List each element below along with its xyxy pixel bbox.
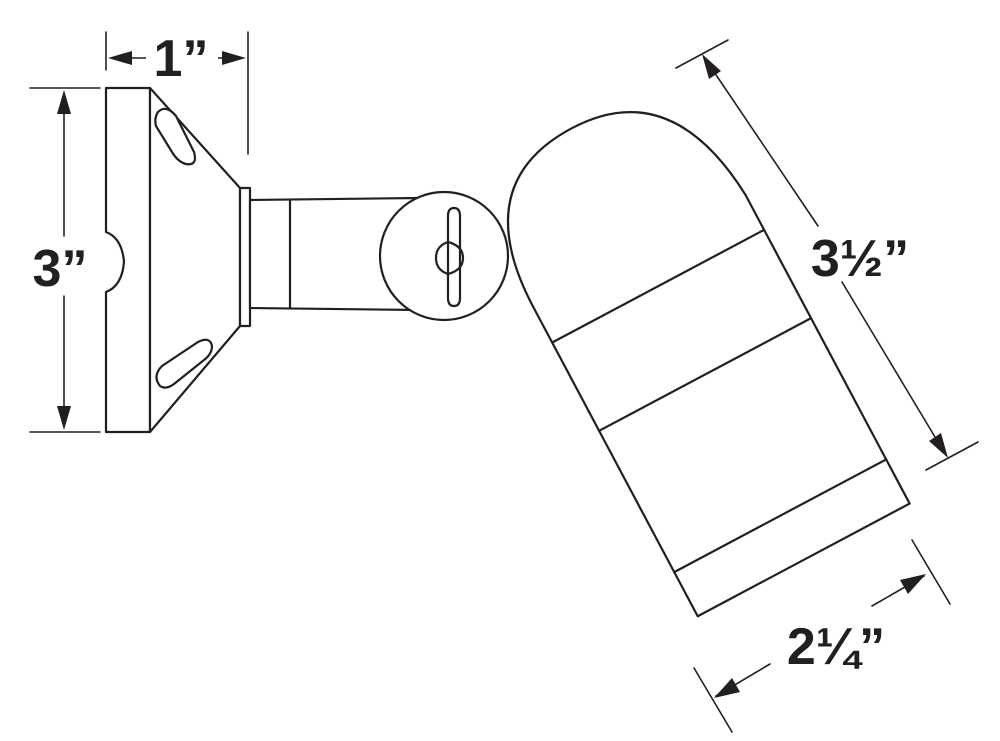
lamp-head-body xyxy=(506,110,911,618)
arrow-left xyxy=(108,51,132,65)
support-arm xyxy=(238,186,422,328)
dim-text-bg-width xyxy=(146,30,218,82)
lamp-band-3 xyxy=(673,458,888,574)
lamp-band-2 xyxy=(598,317,813,432)
arrow-down xyxy=(57,406,71,430)
arrow-length-bottom xyxy=(929,433,948,458)
dimension-mount-height: 3” xyxy=(29,87,101,433)
dim-label-diameter: 2¼” xyxy=(787,618,885,676)
arrow-diam-left xyxy=(714,678,740,698)
dimension-mount-width: 1” xyxy=(105,30,249,155)
mounting-slot-bottom xyxy=(155,338,214,389)
ext-line-diam-left xyxy=(693,667,733,733)
dim-line-length-upper xyxy=(705,59,819,227)
ext-line-head-bottom xyxy=(925,441,979,471)
arm-collar xyxy=(238,186,252,328)
arrow-up xyxy=(57,90,71,114)
keyhole-left-lobe xyxy=(434,240,450,276)
arrow-diam-right xyxy=(900,574,926,594)
dimension-head-diameter: 2¼” xyxy=(693,539,951,733)
mounting-slot-top xyxy=(154,107,197,166)
dimension-head-length: 3½” xyxy=(675,39,979,471)
ext-line-diam-right xyxy=(911,539,951,605)
lamp-head xyxy=(506,110,911,618)
mounting-plate-face xyxy=(104,86,152,434)
dim-label-length: 3½” xyxy=(811,230,909,288)
arrow-length-top xyxy=(702,54,721,79)
keyhole-slot xyxy=(446,206,465,308)
swivel-knuckle xyxy=(378,190,510,322)
mounting-plate xyxy=(104,86,242,434)
arrow-right xyxy=(222,51,246,65)
dim-label-height: 3” xyxy=(33,240,88,298)
lamp-band-1 xyxy=(551,228,766,344)
dim-line-length-lower xyxy=(841,281,945,453)
dim-label-width: 1” xyxy=(154,30,209,88)
